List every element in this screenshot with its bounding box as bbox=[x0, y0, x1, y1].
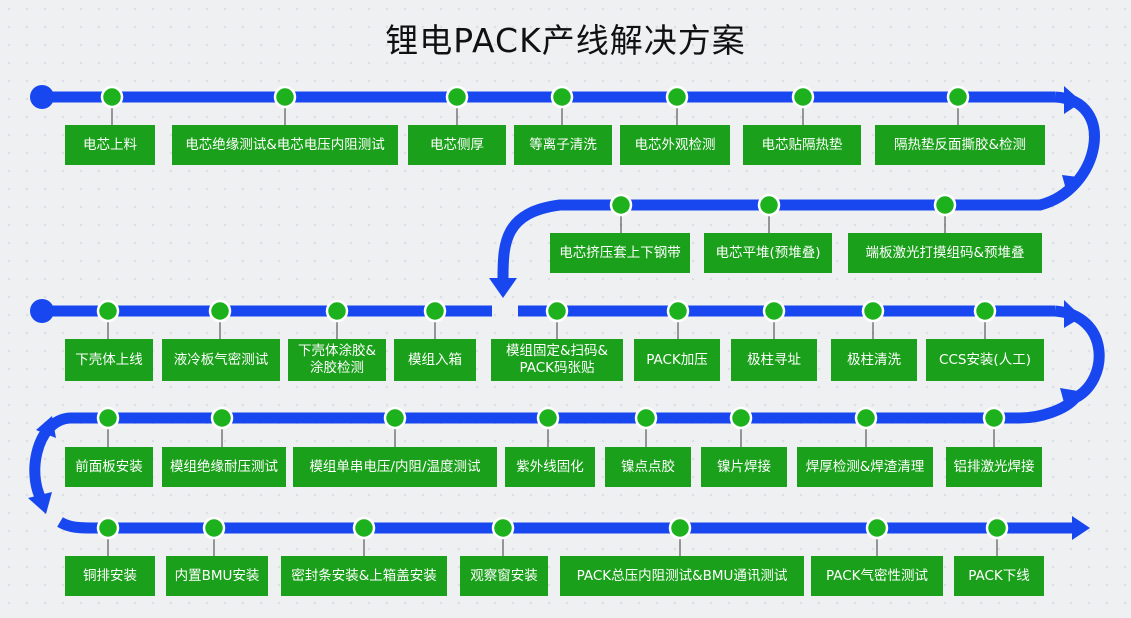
process-step-box: PACK下线 bbox=[954, 556, 1044, 596]
process-step-box: 液冷板气密测试 bbox=[162, 339, 280, 381]
step-node bbox=[352, 516, 376, 540]
flow-turn-1 bbox=[497, 91, 1100, 279]
process-step-box: 电芯贴隔热垫 bbox=[743, 125, 861, 165]
flow-line-row-5 bbox=[57, 517, 1075, 534]
process-step-box: 下壳体上线 bbox=[65, 339, 153, 381]
process-step-box: 模组固定&扫码& PACK码张贴 bbox=[491, 339, 623, 381]
step-node bbox=[210, 406, 234, 430]
process-step-box: 电芯上料 bbox=[65, 125, 155, 165]
process-step-box: 铝排激光焊接 bbox=[946, 447, 1042, 487]
step-node bbox=[208, 299, 232, 323]
step-node bbox=[729, 406, 753, 430]
process-step-box: 电芯绝缘测试&电芯电压内阻测试 bbox=[172, 125, 398, 165]
process-step-box: 电芯外观检测 bbox=[620, 125, 730, 165]
process-step-box: PACK气密性测试 bbox=[811, 556, 943, 596]
step-node bbox=[96, 299, 120, 323]
arrowhead-1 bbox=[1064, 86, 1082, 114]
step-node bbox=[96, 406, 120, 430]
step-node bbox=[325, 299, 349, 323]
process-step-box: 内置BMU安装 bbox=[166, 556, 268, 596]
step-node bbox=[666, 299, 690, 323]
step-node bbox=[757, 193, 781, 217]
arrowhead-8 bbox=[1072, 516, 1090, 540]
node-group bbox=[96, 85, 1009, 540]
process-step-box: 观察窗安装 bbox=[460, 556, 548, 596]
process-step-box: PACK加压 bbox=[634, 339, 720, 381]
process-step-box: 端板激光打摸组码&预堆叠 bbox=[848, 233, 1042, 273]
step-node bbox=[100, 85, 124, 109]
step-node bbox=[791, 85, 815, 109]
step-node bbox=[933, 193, 957, 217]
step-node bbox=[762, 299, 786, 323]
step-node bbox=[423, 299, 447, 323]
page-title: 锂电PACK产线解决方案 bbox=[385, 21, 746, 60]
process-step-box: 模组单串电压/内阻/温度测试 bbox=[293, 447, 497, 487]
step-node bbox=[96, 516, 120, 540]
process-step-box: 等离子清洗 bbox=[514, 125, 612, 165]
step-node bbox=[202, 516, 226, 540]
process-step-box: CCS安装(人工) bbox=[926, 339, 1044, 381]
step-node bbox=[665, 85, 689, 109]
arrowhead-5 bbox=[1060, 388, 1084, 410]
step-node bbox=[383, 406, 407, 430]
step-node bbox=[973, 299, 997, 323]
step-node bbox=[854, 406, 878, 430]
step-node bbox=[609, 193, 633, 217]
step-node bbox=[985, 516, 1009, 540]
arrowhead-4 bbox=[1064, 300, 1082, 328]
step-node bbox=[491, 516, 515, 540]
step-node bbox=[982, 406, 1006, 430]
process-step-box: 铜排安装 bbox=[65, 556, 155, 596]
step-node bbox=[550, 85, 574, 109]
process-step-box: 电芯平堆(预堆叠) bbox=[704, 233, 832, 273]
process-step-box: 电芯侧厚 bbox=[408, 125, 506, 165]
step-node bbox=[536, 406, 560, 430]
process-step-box: 模组入箱 bbox=[394, 339, 476, 381]
process-step-box: 隔热垫反面撕胶&检测 bbox=[875, 125, 1045, 165]
process-step-box: 前面板安装 bbox=[65, 447, 153, 487]
connector-group bbox=[107, 97, 998, 556]
step-node bbox=[865, 516, 889, 540]
arrowhead-3 bbox=[489, 278, 517, 298]
step-node bbox=[861, 299, 885, 323]
process-step-box: 极柱清洗 bbox=[831, 339, 917, 381]
process-step-box: PACK总压内阻测试&BMU通讯测试 bbox=[560, 556, 804, 596]
step-node bbox=[545, 299, 569, 323]
process-step-box: 焊厚检测&焊渣清理 bbox=[797, 447, 933, 487]
arrowhead-6 bbox=[36, 416, 56, 438]
process-step-box: 极柱寻址 bbox=[731, 339, 817, 381]
process-step-box: 电芯挤压套上下钢带 bbox=[550, 233, 690, 273]
step-node bbox=[946, 85, 970, 109]
process-step-box: 下壳体涂胶& 涂胶检测 bbox=[288, 339, 386, 381]
arrowhead-2 bbox=[1062, 175, 1086, 197]
process-step-box: 模组绝缘耐压测试 bbox=[162, 447, 286, 487]
process-step-box: 紫外线固化 bbox=[505, 447, 595, 487]
step-node bbox=[634, 406, 658, 430]
process-step-box: 镍点点胶 bbox=[605, 447, 691, 487]
process-step-box: 镍片焊接 bbox=[701, 447, 787, 487]
arrowhead-7 bbox=[28, 492, 52, 514]
step-node bbox=[273, 85, 297, 109]
step-node bbox=[668, 516, 692, 540]
process-step-box: 密封条安装&上箱盖安装 bbox=[281, 556, 447, 596]
flow-turn-2 bbox=[29, 305, 1105, 509]
step-node bbox=[445, 85, 469, 109]
